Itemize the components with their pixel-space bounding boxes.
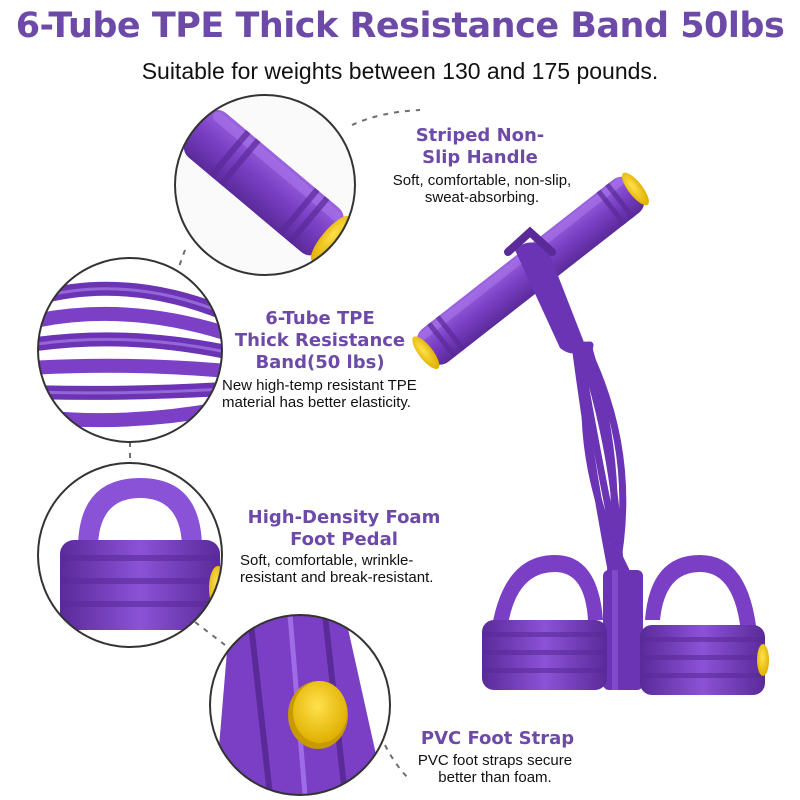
connector-line bbox=[194, 621, 226, 646]
feature-tubes-title: 6-Tube TPE Thick Resistance Band(50 lbs) bbox=[215, 308, 425, 374]
page-subtitle: Suitable for weights between 130 and 175… bbox=[141, 58, 659, 84]
feature-title-line: 6-Tube TPE bbox=[265, 308, 375, 329]
feature-title-line: Foot Pedal bbox=[290, 529, 398, 550]
feature-desc-line: New high-temp resistant TPE bbox=[222, 377, 417, 394]
feature-desc-line: PVC foot straps secure bbox=[417, 752, 573, 769]
tubes-closeup-icon bbox=[37, 257, 223, 443]
feature-tubes-desc: New high-temp resistant TPE material has… bbox=[222, 377, 462, 411]
feature-pedal-desc: Soft, comfortable, wrinkle- resistant an… bbox=[240, 552, 480, 586]
foot-strap-closeup-icon bbox=[209, 614, 391, 796]
feature-handle-title: Striped Non- Slip Handle bbox=[380, 125, 580, 169]
feature-strap-desc: PVC foot straps secure better than foam. bbox=[395, 752, 595, 786]
feature-title-line: Striped Non- bbox=[415, 125, 545, 146]
foot-pedal-closeup-icon bbox=[37, 462, 223, 648]
feature-desc-line: sweat-absorbing. bbox=[424, 189, 540, 206]
feature-desc-line: better than foam. bbox=[438, 769, 552, 786]
feature-strap-title: PVC Foot Strap bbox=[405, 728, 590, 750]
page-title: 6-Tube TPE Thick Resistance Band 50lbs bbox=[15, 6, 785, 46]
band-tubes bbox=[571, 341, 632, 579]
connector-line bbox=[351, 109, 421, 126]
feature-desc-line: Soft, comfortable, non-slip, bbox=[392, 172, 572, 189]
product-left-pedal bbox=[482, 620, 607, 690]
feature-title-line: Thick Resistance bbox=[234, 330, 406, 351]
handle-closeup-icon bbox=[174, 94, 356, 276]
feature-title-line: Band(50 lbs) bbox=[255, 352, 385, 373]
feature-title-line: High-Density Foam bbox=[247, 507, 441, 528]
product-right-pedal bbox=[640, 625, 769, 695]
feature-handle-desc: Soft, comfortable, non-slip, sweat-absor… bbox=[372, 172, 592, 206]
feature-pedal-title: High-Density Foam Foot Pedal bbox=[228, 507, 460, 551]
feature-title-line: Slip Handle bbox=[422, 147, 538, 168]
feature-desc-line: material has better elasticity. bbox=[222, 394, 411, 411]
resistance-band-product-icon bbox=[412, 172, 769, 695]
feature-desc-line: Soft, comfortable, wrinkle- bbox=[240, 552, 414, 569]
feature-desc-line: resistant and break-resistant. bbox=[240, 569, 434, 586]
connector-line bbox=[384, 744, 411, 781]
feature-title-line: PVC Foot Strap bbox=[420, 728, 575, 749]
